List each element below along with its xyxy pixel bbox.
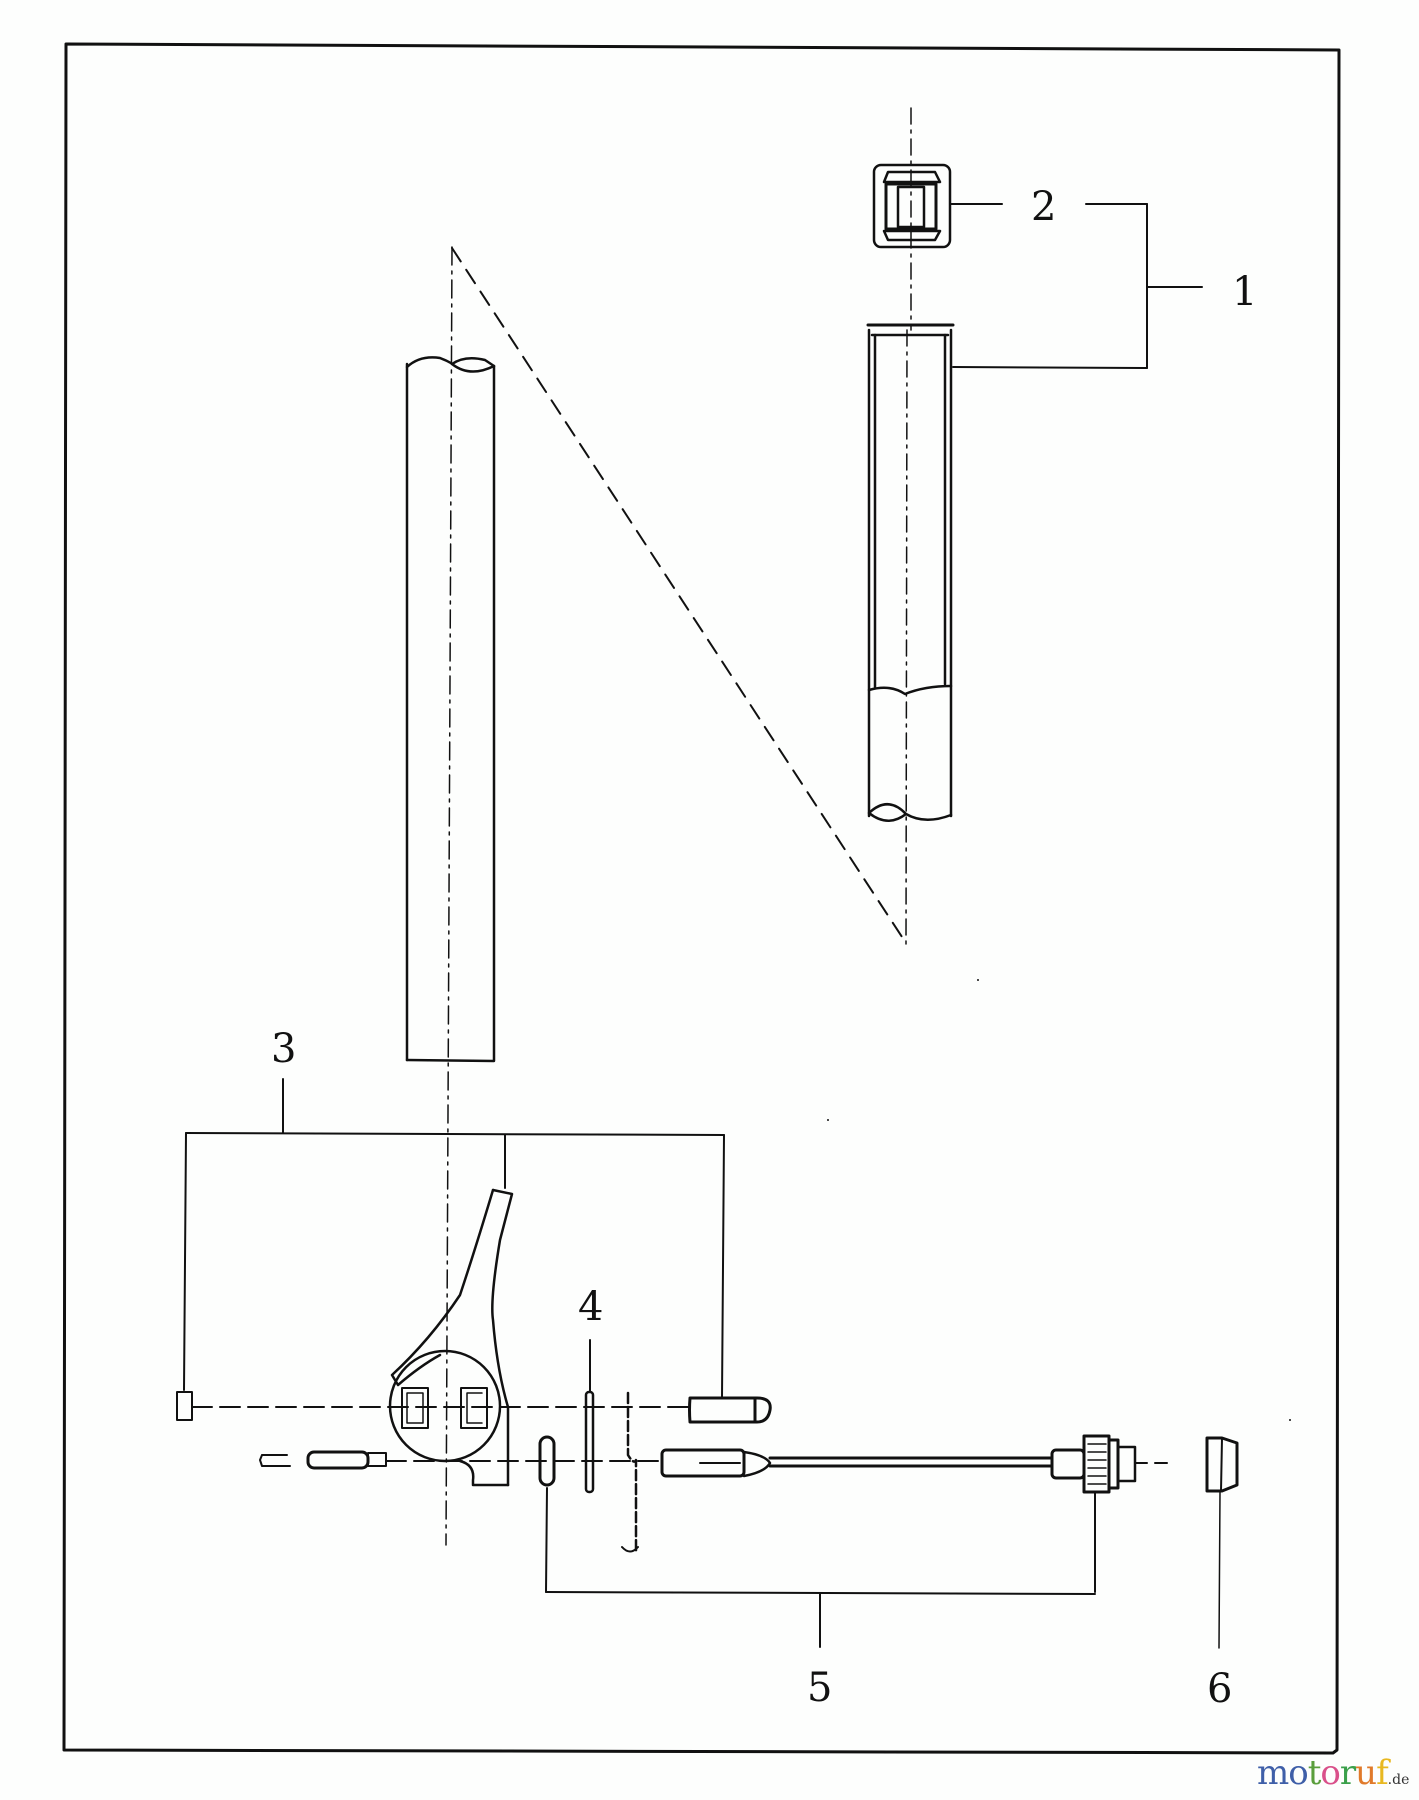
bracket-part-3 (183, 1078, 725, 1398)
logo-letter: r (1339, 1753, 1356, 1793)
part-label-5: 5 (807, 1665, 832, 1711)
part-3-lever-assembly (176, 1188, 514, 1487)
part-label-3: 3 (271, 1026, 296, 1072)
part-4-washer (584, 1339, 639, 1555)
part-label-2: 2 (1031, 184, 1056, 230)
logo-letter: u (1355, 1753, 1377, 1793)
part-5-clip (538, 1435, 556, 1593)
logo-letter: t (1307, 1753, 1322, 1793)
bracket-part-5 (545, 1591, 1096, 1648)
part-1-tube (866, 323, 955, 946)
bracket-part-1 (952, 203, 1203, 369)
drawing-frame (62, 42, 1341, 1755)
part-5-cable (660, 1434, 1137, 1593)
part-6-end-cap (1205, 1436, 1239, 1649)
logo-letter: o (1320, 1753, 1341, 1793)
motoruf-watermark-logo: motoruf.de (1257, 1756, 1409, 1790)
part-label-6: 6 (1207, 1666, 1232, 1712)
center-line-left (445, 246, 453, 1546)
left-shaft-tube (405, 246, 496, 1546)
part-2-end-cap (872, 107, 1003, 331)
logo-letter: f (1376, 1753, 1389, 1793)
logo-tld: .de (1387, 1772, 1410, 1788)
part-label-1: 1 (1232, 269, 1257, 315)
part-label-4: 4 (578, 1284, 603, 1330)
logo-letter: o (1288, 1753, 1309, 1793)
pin (688, 1396, 772, 1424)
logo-letter: m (1257, 1753, 1289, 1793)
alignment-diagonal (451, 247, 905, 941)
